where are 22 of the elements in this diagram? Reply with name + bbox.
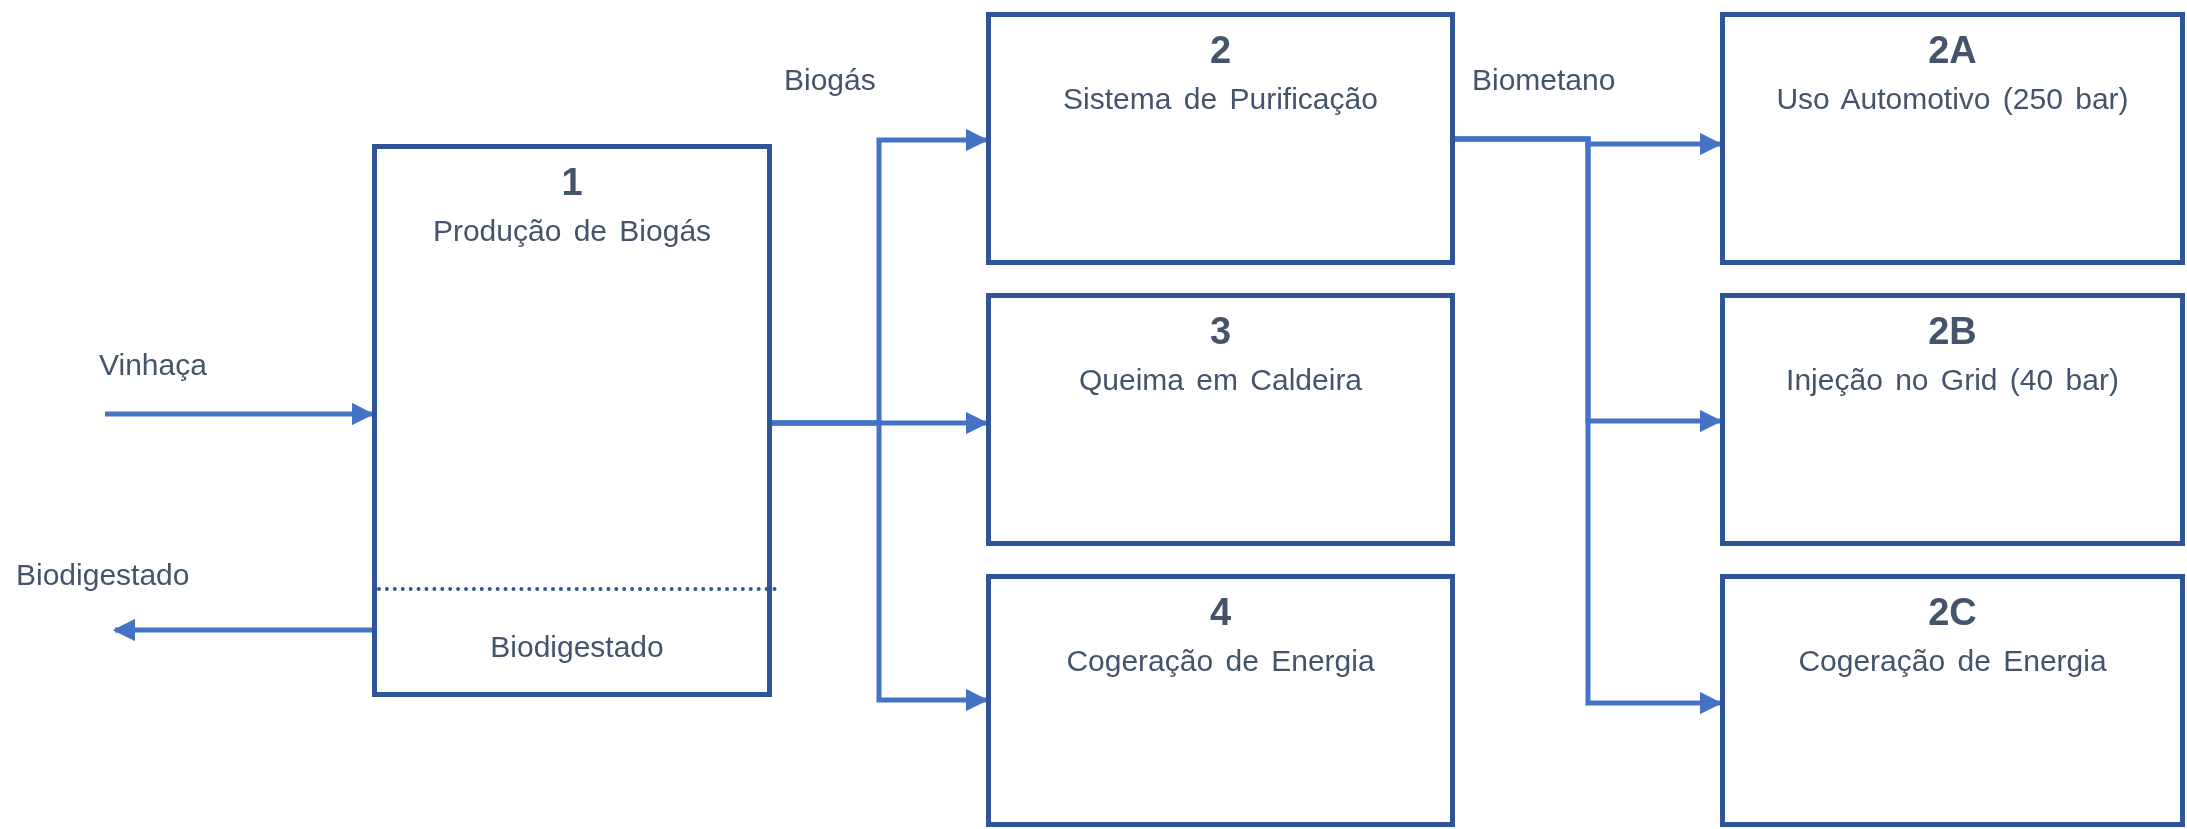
- process-box: [986, 12, 1455, 265]
- step-number: 3: [1209, 309, 1232, 354]
- step-title: Sistema de Purificação: [1062, 81, 1379, 117]
- step-number: 4: [1209, 590, 1232, 635]
- arrow: [112, 618, 372, 642]
- step-number: 2C: [1928, 590, 1977, 635]
- process-box: [1720, 293, 2185, 546]
- section-label: Biodigestado: [489, 628, 665, 665]
- process-box: [986, 293, 1455, 546]
- step-number: 1: [561, 160, 583, 205]
- step-title: Injeção no Grid (40 bar): [1785, 362, 2120, 398]
- step-title: Cogeração de Energia: [1065, 643, 1376, 679]
- process-box: [986, 574, 1455, 827]
- process-box: [1720, 12, 2185, 265]
- step-number: 2A: [1928, 28, 1977, 73]
- step-number: 2: [1209, 28, 1232, 73]
- step-number: 2B: [1928, 309, 1977, 354]
- step-title: Produção de Biogás: [431, 213, 713, 249]
- step-title: Uso Automotivo (250 bar): [1775, 81, 2130, 117]
- step-title: Queima em Caldeira: [1077, 362, 1364, 398]
- step-title: Cogeração de Energia: [1797, 643, 2108, 679]
- process-box: [1720, 574, 2185, 827]
